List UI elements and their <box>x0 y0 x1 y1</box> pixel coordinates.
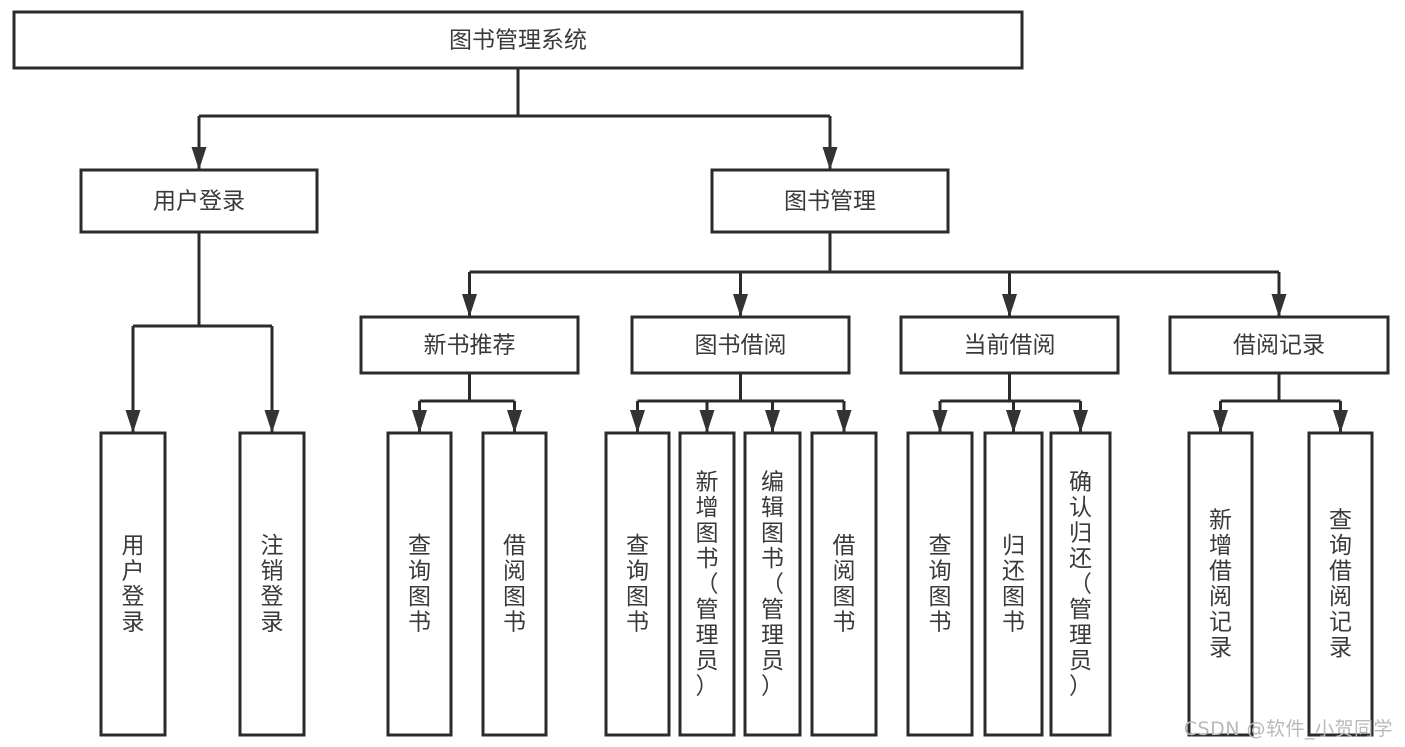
arrow-head-icon <box>1073 410 1088 433</box>
node-box[interactable] <box>1307 431 1374 737</box>
node-box[interactable] <box>604 431 671 737</box>
node-book-manage[interactable]: 图书管理 <box>710 168 950 234</box>
arrow-head-icon <box>1006 410 1021 433</box>
arrow-head-icon <box>507 410 522 433</box>
node-label: 新增图书（管理员） <box>696 469 719 699</box>
node-label: 确认归还（管理员） <box>1069 469 1092 699</box>
arrow-head-icon <box>699 410 715 433</box>
node-label: 用户登录 <box>122 533 145 636</box>
node-box[interactable] <box>630 315 851 375</box>
node-leaf-borrow-book-1[interactable]: 借阅图书 <box>481 431 548 737</box>
connector-layer <box>125 68 1348 433</box>
node-leaf-add-book[interactable]: 新增图书（管理员） <box>678 431 736 737</box>
node-leaf-return-book[interactable]: 归还图书 <box>983 431 1044 737</box>
node-label: 查询借阅记录 <box>1329 508 1352 662</box>
node-leaf-query-book-1[interactable]: 查询图书 <box>386 431 453 737</box>
node-leaf-add-record[interactable]: 新增借阅记录 <box>1187 431 1254 737</box>
node-leaf-borrow-book-2[interactable]: 借阅图书 <box>810 431 878 737</box>
node-leaf-logout[interactable]: 注销登录 <box>238 431 306 737</box>
arrow-head-icon <box>630 410 645 433</box>
node-box[interactable] <box>359 315 580 375</box>
node-label: 查询图书 <box>929 533 952 636</box>
arrow-head-icon <box>1271 294 1287 317</box>
arrow-head-icon <box>191 147 207 170</box>
node-label: 归还图书 <box>1002 533 1025 636</box>
node-label: 编辑图书（管理员） <box>761 469 784 699</box>
node-root[interactable]: 图书管理系统 <box>12 10 1024 70</box>
arrow-head-icon <box>1213 410 1228 433</box>
node-box[interactable] <box>12 10 1024 70</box>
node-leaf-edit-book[interactable]: 编辑图书（管理员） <box>743 431 802 737</box>
node-box[interactable] <box>1187 431 1254 737</box>
node-label: 查询图书 <box>408 533 431 636</box>
node-box[interactable] <box>79 168 319 234</box>
node-label: 借阅记录 <box>1233 333 1325 359</box>
node-label: 图书管理系统 <box>449 28 587 54</box>
node-box[interactable] <box>906 431 974 737</box>
node-leaf-query-book-2[interactable]: 查询图书 <box>604 431 671 737</box>
arrow-head-icon <box>1002 294 1017 317</box>
node-label: 图书借阅 <box>695 333 787 359</box>
arrow-head-icon <box>932 410 948 433</box>
arrow-head-icon <box>462 294 477 317</box>
node-label: 新书推荐 <box>424 333 516 359</box>
node-box[interactable] <box>899 315 1120 375</box>
arrow-head-icon <box>733 294 748 317</box>
node-book-borrow[interactable]: 图书借阅 <box>630 315 851 375</box>
node-label: 当前借阅 <box>964 333 1056 359</box>
arrow-head-icon <box>765 410 780 433</box>
arrow-head-icon <box>836 410 852 433</box>
node-leaf-query-book-3[interactable]: 查询图书 <box>906 431 974 737</box>
node-label: 图书管理 <box>784 189 876 215</box>
node-label: 注销登录 <box>261 533 284 636</box>
node-box[interactable] <box>710 168 950 234</box>
node-label: 借阅图书 <box>503 533 526 636</box>
node-box[interactable] <box>238 431 306 737</box>
node-box[interactable] <box>481 431 548 737</box>
node-leaf-user-login[interactable]: 用户登录 <box>99 431 167 737</box>
arrow-head-icon <box>412 410 427 433</box>
node-user-login[interactable]: 用户登录 <box>79 168 319 234</box>
arrow-head-icon <box>1333 410 1348 433</box>
arrow-head-icon <box>822 147 838 170</box>
arrow-head-icon <box>125 410 141 433</box>
node-box[interactable] <box>810 431 878 737</box>
node-leaf-confirm-return[interactable]: 确认归还（管理员） <box>1049 431 1112 737</box>
node-current-borrow[interactable]: 当前借阅 <box>899 315 1120 375</box>
node-box[interactable] <box>386 431 453 737</box>
arrow-head-icon <box>264 410 280 433</box>
node-borrow-record[interactable]: 借阅记录 <box>1168 315 1390 375</box>
node-box[interactable] <box>1049 431 1112 737</box>
node-label: 借阅图书 <box>833 533 856 636</box>
node-box[interactable] <box>1168 315 1390 375</box>
node-leaf-query-record[interactable]: 查询借阅记录 <box>1307 431 1374 737</box>
node-label: 用户登录 <box>153 189 245 215</box>
node-layer: 图书管理系统用户登录图书管理新书推荐图书借阅当前借阅借阅记录用户登录注销登录查询… <box>12 10 1390 737</box>
node-label: 新增借阅记录 <box>1209 508 1232 662</box>
node-label: 查询图书 <box>626 533 649 636</box>
node-box[interactable] <box>678 431 736 737</box>
node-box[interactable] <box>983 431 1044 737</box>
node-box[interactable] <box>743 431 802 737</box>
node-new-book-recommend[interactable]: 新书推荐 <box>359 315 580 375</box>
node-box[interactable] <box>99 431 167 737</box>
